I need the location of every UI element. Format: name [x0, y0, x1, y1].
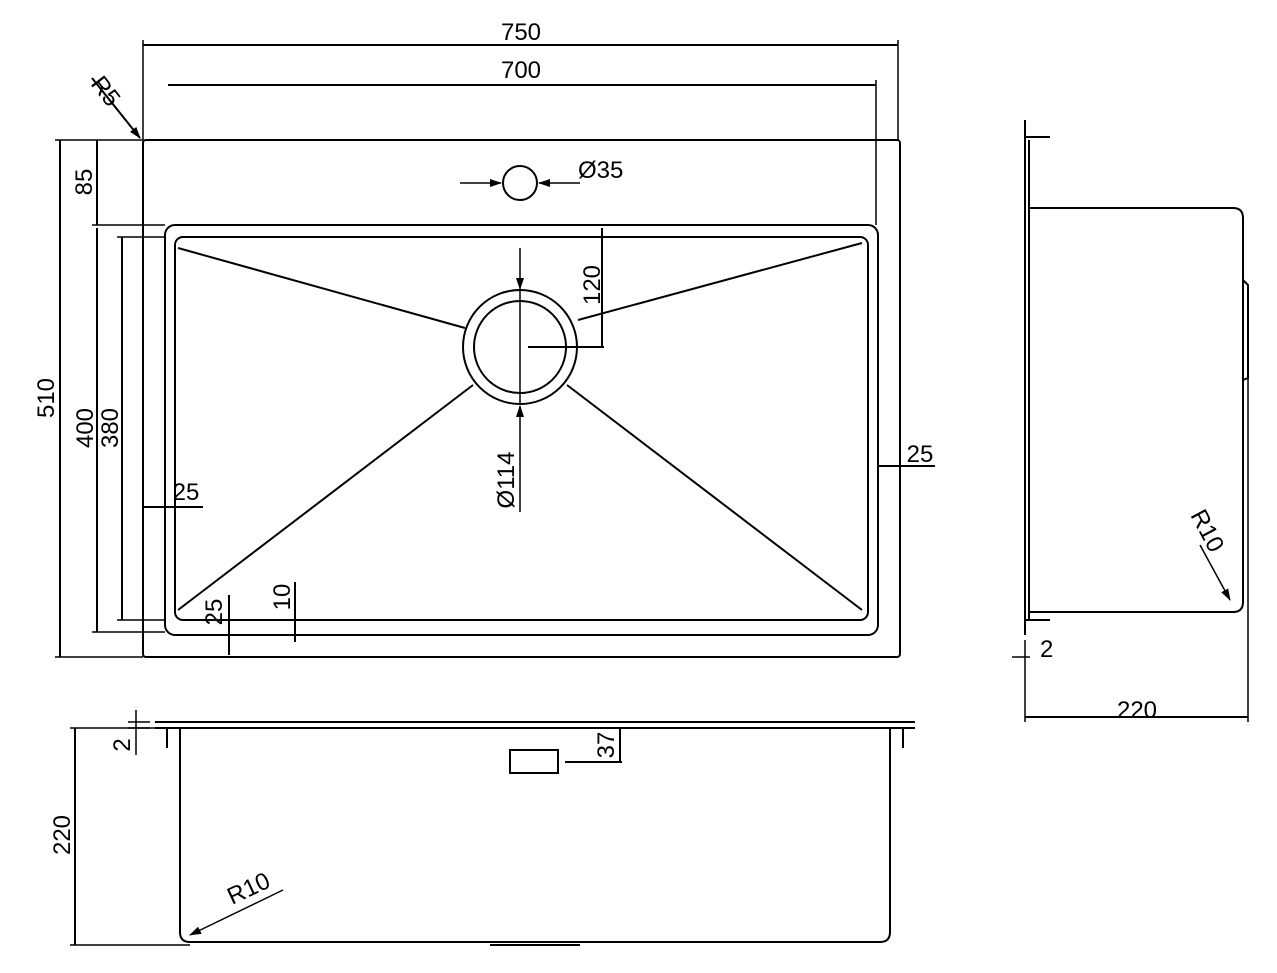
- label-510: 510: [33, 378, 60, 418]
- label-750: 750: [501, 19, 541, 46]
- dimension-rim-offset: 10: [269, 582, 296, 642]
- label-700: 700: [501, 57, 541, 84]
- sink-outline: [142, 139, 901, 658]
- label-120: 120: [579, 265, 606, 305]
- label-side-220: 220: [1117, 697, 1157, 724]
- side-view: R10 2 220: [1012, 120, 1249, 724]
- front-bowl-profile: [179, 728, 891, 943]
- label-drain-diameter: Ø114: [493, 452, 520, 509]
- dimension-corner-radius: R5: [85, 71, 141, 139]
- top-view: 750 700 R5 510 85: [33, 19, 935, 658]
- front-view: 37 2 220 R10: [49, 710, 915, 946]
- dimension-side-rim: 2: [1012, 636, 1053, 722]
- label-r5: R5: [85, 71, 125, 112]
- dimension-overall-width: 750: [142, 19, 899, 140]
- dimension-front-rim: 2: [109, 710, 150, 755]
- dimension-side-radius: R10: [1185, 505, 1231, 601]
- label-side-r10: R10: [1185, 505, 1230, 557]
- dimension-bowl-depth: 400 380: [72, 228, 165, 633]
- bowl-inner: [174, 236, 869, 621]
- label-25-right: 25: [907, 441, 934, 468]
- dimension-overall-depth: 510: [33, 139, 143, 658]
- label-37: 37: [593, 732, 620, 759]
- label-front-2: 2: [109, 738, 136, 751]
- label-10: 10: [269, 584, 296, 611]
- dimension-overflow-height: 37: [565, 728, 622, 763]
- dimension-front-depth: 220: [49, 727, 190, 946]
- bowl-slope-lines: [177, 242, 863, 611]
- bowl-outer-rim: [164, 224, 879, 636]
- dimension-drain-offset: 120: [528, 228, 606, 348]
- tap-hole: Ø35: [460, 157, 623, 201]
- label-front-220: 220: [49, 815, 76, 855]
- label-25-left: 25: [173, 479, 200, 506]
- drain: Ø114: [462, 248, 578, 512]
- label-side-2: 2: [1040, 636, 1053, 663]
- label-front-r10: R10: [223, 867, 274, 910]
- label-tap-hole: Ø35: [578, 157, 623, 184]
- label-400: 400: [72, 408, 99, 448]
- dimension-left-margin: 25: [143, 479, 203, 508]
- overflow-slot: [509, 749, 559, 774]
- dimension-side-depth: 220: [1025, 285, 1249, 724]
- dimension-inner-width: 700: [168, 57, 877, 225]
- side-bowl-profile: [1029, 207, 1244, 613]
- label-25-bottom: 25: [201, 599, 228, 626]
- label-85: 85: [71, 169, 98, 196]
- label-380: 380: [97, 408, 124, 448]
- dimension-bottom-margin: 25: [201, 595, 230, 655]
- dimension-front-radius: R10: [189, 867, 284, 936]
- dimension-right-margin: 25: [878, 441, 935, 468]
- dimension-deck-depth: 85: [71, 140, 165, 226]
